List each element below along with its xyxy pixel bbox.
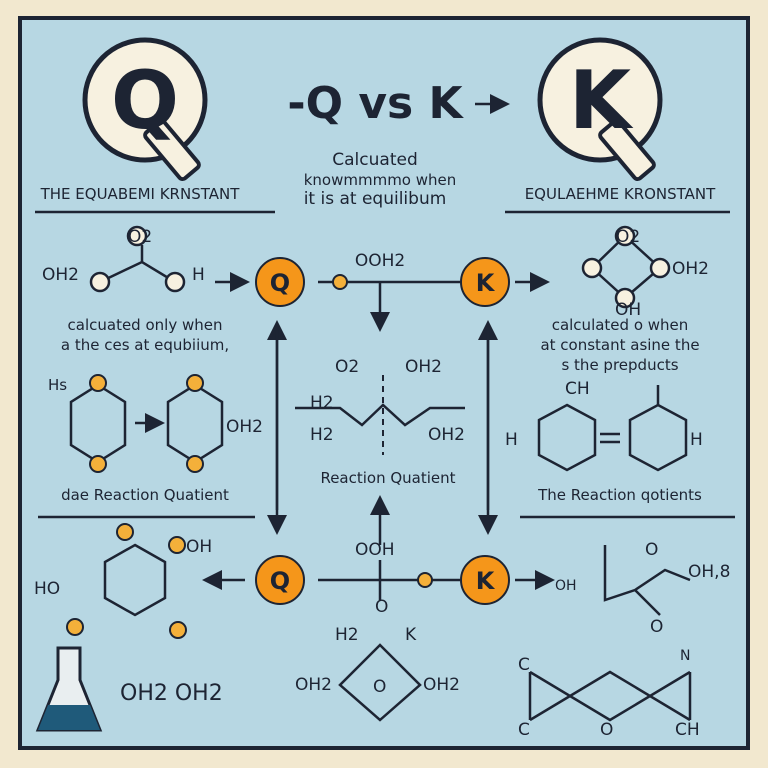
- header-title: -Q vs K: [287, 78, 464, 129]
- chem-label: CH: [675, 720, 700, 740]
- chem-label: OH2 OH2: [120, 681, 223, 706]
- chem-label: H2: [335, 625, 359, 645]
- q-node-label: Q: [270, 269, 290, 297]
- chem-label: OOH2: [355, 251, 405, 271]
- chem-label: O2: [335, 357, 359, 377]
- chem-label: OH2: [672, 259, 709, 279]
- q-node: Q: [255, 555, 305, 605]
- atom: [164, 271, 186, 293]
- chem-label: O: [650, 617, 663, 637]
- chem-label: OH: [615, 300, 641, 320]
- chem-label: O: [645, 540, 658, 560]
- chem-label: Hs: [48, 376, 67, 394]
- chem-label: K: [405, 625, 417, 645]
- bond: [603, 545, 691, 616]
- q-node-label: Q: [270, 567, 290, 595]
- chem-label: O: [375, 597, 388, 617]
- atom: [169, 621, 187, 639]
- atom: [614, 287, 636, 309]
- center-line-3: it is at equilibum: [304, 189, 447, 209]
- chem-label: H: [192, 265, 205, 285]
- chem-label: O2: [128, 227, 152, 247]
- chem-label: O2: [616, 227, 640, 247]
- right-label: The Reaction qotients: [537, 486, 702, 504]
- chem-label: OH2: [226, 417, 263, 437]
- chem-label: C: [518, 720, 530, 740]
- chem-label: HO: [34, 579, 60, 599]
- q-letter: Q: [111, 54, 179, 147]
- chem-label: OH2: [423, 675, 460, 695]
- atom: [614, 225, 636, 247]
- k-node: K: [460, 555, 510, 605]
- chem-label: OH2: [428, 425, 465, 445]
- atom: [186, 455, 204, 473]
- right-caption: EQULAEHME KRONSTANT: [525, 185, 716, 203]
- right-text-3: s the prepducts: [561, 356, 678, 374]
- flask-icon: [35, 646, 103, 732]
- chem-label: OH2: [42, 265, 79, 285]
- atom: [89, 374, 107, 392]
- chem-label: N: [680, 648, 690, 664]
- center-line-2: knowmmmmo when: [304, 171, 457, 189]
- atom: [66, 618, 84, 636]
- center-label: Reaction Quatient: [320, 469, 455, 487]
- left-text-2: a the ces at equbiium,: [61, 336, 229, 354]
- ring: [338, 643, 422, 722]
- atom: [332, 274, 348, 290]
- bond: [99, 245, 176, 284]
- q-magnifier-icon: Q: [82, 37, 208, 182]
- chem-label: OH,8: [688, 562, 730, 582]
- atom: [89, 455, 107, 473]
- chem-label: O: [373, 677, 386, 697]
- chem-label: O: [600, 720, 613, 740]
- k-node-label: K: [476, 567, 496, 595]
- chem-label: OH2: [405, 357, 442, 377]
- ring: [628, 403, 688, 472]
- bond: [295, 403, 465, 427]
- k-letter: K: [569, 54, 634, 147]
- atom: [168, 536, 186, 554]
- center-line-1: Calcuated: [332, 150, 417, 170]
- chem-label: H: [505, 430, 518, 450]
- right-text-2: at constant asine the: [540, 336, 699, 354]
- chem-label: OH2: [295, 675, 332, 695]
- chem-label: OOH: [355, 540, 395, 560]
- k-node: K: [460, 257, 510, 307]
- chem-label: H: [690, 430, 703, 450]
- atom: [417, 572, 433, 588]
- chem-label: OH: [555, 578, 577, 594]
- chem-label: H2: [310, 425, 334, 445]
- left-label: dae Reaction Quatient: [61, 486, 229, 504]
- left-text-1: calcuated only when: [68, 316, 223, 334]
- bond: [528, 670, 692, 722]
- ring: [103, 543, 167, 617]
- k-magnifier-icon: K: [537, 37, 663, 182]
- atom: [126, 225, 148, 247]
- atom: [89, 271, 111, 293]
- chem-label: C: [518, 655, 530, 675]
- atom: [649, 257, 671, 279]
- ring: [537, 403, 597, 472]
- atom: [186, 374, 204, 392]
- k-node-label: K: [476, 269, 496, 297]
- atom: [116, 523, 134, 541]
- chem-label: OH: [186, 537, 212, 557]
- right-text-1: calculated o when: [552, 316, 689, 334]
- chem-label: CH: [565, 379, 590, 399]
- atom: [581, 257, 603, 279]
- left-caption: THE EQUABEMI KRNSTANT: [40, 185, 241, 203]
- chem-label: H2: [310, 393, 334, 413]
- q-node: Q: [255, 257, 305, 307]
